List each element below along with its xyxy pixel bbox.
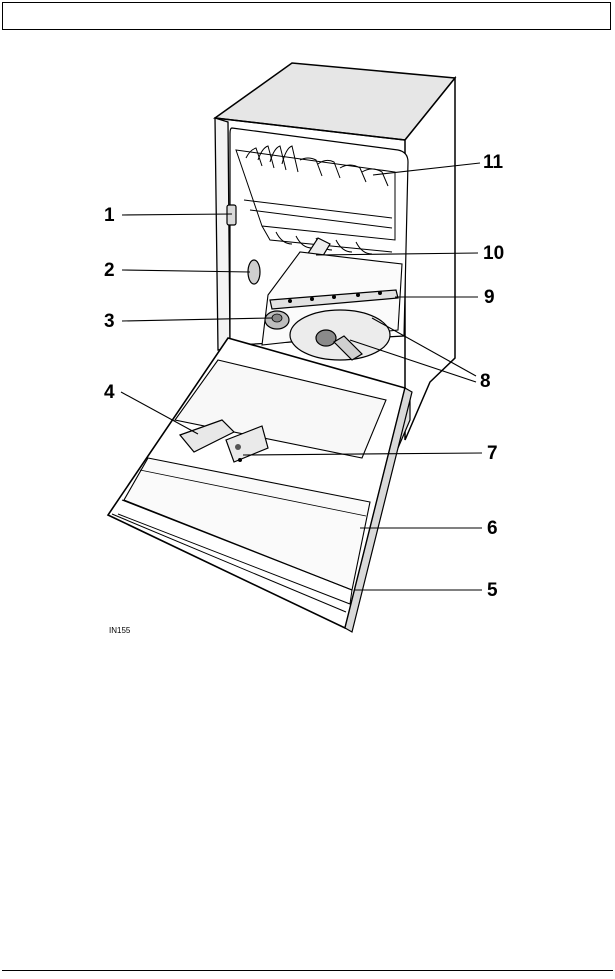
callout-2: 2: [104, 261, 115, 280]
filter-cylinder: [316, 330, 336, 346]
filter-basin: [290, 310, 390, 360]
cabinet-right-side: [405, 78, 455, 440]
callout-6: 6: [487, 519, 498, 538]
leader-1: [122, 214, 232, 215]
cabinet-left-frame: [215, 118, 230, 350]
callout-1: 1: [104, 206, 115, 225]
callout-4: 4: [104, 383, 115, 402]
figure-reference-code: IN155: [109, 626, 130, 635]
callout-5: 5: [487, 581, 498, 600]
callout-3: 3: [104, 312, 115, 331]
footer-rule: [2, 970, 613, 971]
callout-8: 8: [480, 372, 491, 391]
callout-9: 9: [484, 288, 495, 307]
callout-11: 11: [483, 153, 503, 172]
basket-handle: [227, 205, 236, 225]
callout-10: 10: [483, 244, 504, 263]
callout-7: 7: [487, 444, 498, 463]
